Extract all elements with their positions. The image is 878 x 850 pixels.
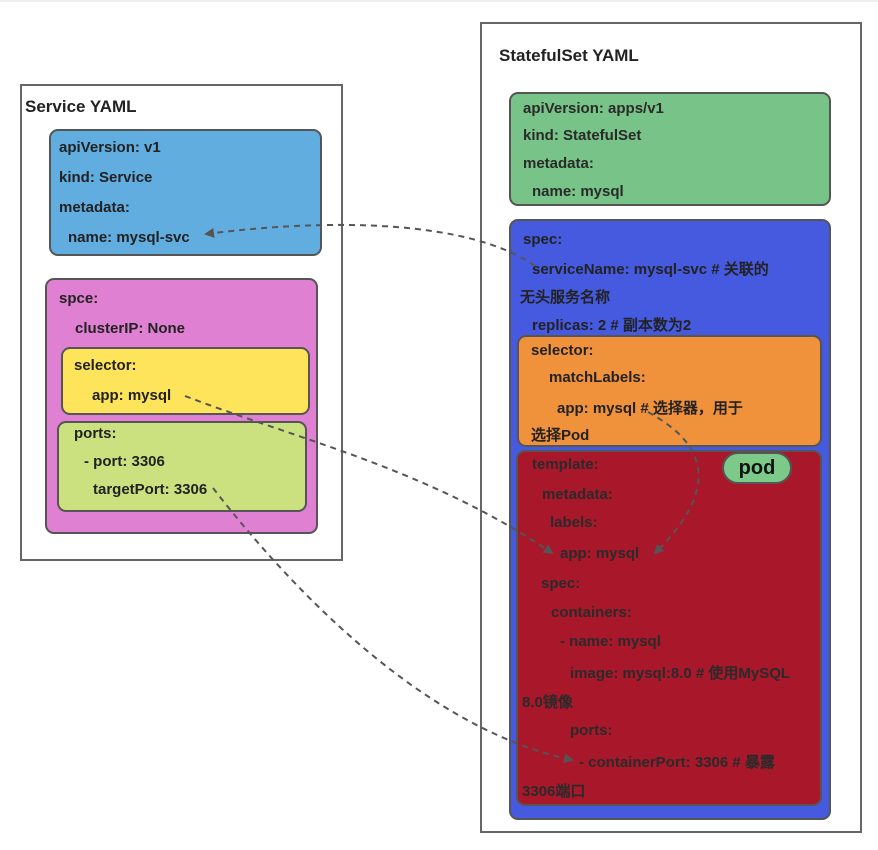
- statefulset-spec-label: spec:: [523, 231, 563, 248]
- statefulset-match-labels: matchLabels:: [549, 369, 646, 386]
- statefulset-selector-app-cont: 选择Pod: [531, 427, 590, 444]
- statefulset-metadata-box: [509, 92, 831, 206]
- top-divider: [0, 0, 878, 2]
- template-containers: containers:: [551, 604, 632, 621]
- service-spec-label: spce:: [59, 290, 99, 307]
- statefulset-replicas: replicas: 2 # 副本数为2: [532, 317, 692, 334]
- statefulset-api-version: apiVersion: apps/v1: [523, 100, 664, 117]
- service-kind: kind: Service: [59, 169, 153, 186]
- statefulset-metadata-label: metadata:: [523, 155, 594, 172]
- template-label: template:: [532, 456, 599, 473]
- statefulset-kind: kind: StatefulSet: [523, 127, 642, 144]
- service-ports-label: ports:: [74, 425, 117, 442]
- statefulset-name: name: mysql: [532, 183, 624, 200]
- statefulset-selector-app: app: mysql # 选择器，用于: [557, 400, 743, 417]
- statefulset-selector-label: selector:: [531, 342, 594, 359]
- container-image-cont: 8.0镜像: [522, 694, 573, 711]
- statefulset-service-name: serviceName: mysql-svc # 关联的: [532, 261, 769, 278]
- service-api-version: apiVersion: v1: [59, 139, 161, 156]
- template-spec: spec:: [541, 575, 581, 592]
- container-ports: ports:: [570, 722, 613, 739]
- container-name: - name: mysql: [560, 633, 661, 650]
- template-app-label: app: mysql: [560, 545, 640, 562]
- pod-badge: pod: [722, 452, 792, 484]
- template-labels: labels:: [550, 514, 598, 531]
- service-name: name: mysql-svc: [68, 229, 190, 246]
- template-metadata: metadata:: [542, 486, 613, 503]
- service-selector-label: selector:: [74, 357, 137, 374]
- service-selector-app: app: mysql: [92, 387, 172, 404]
- service-metadata-label: metadata:: [59, 199, 130, 216]
- container-image: image: mysql:8.0 # 使用MySQL: [570, 665, 791, 682]
- service-yaml-title: Service YAML: [25, 97, 137, 116]
- service-target-port: targetPort: 3306: [93, 481, 208, 498]
- statefulset-service-name-cont: 无头服务名称: [520, 289, 611, 306]
- service-port: - port: 3306: [84, 453, 165, 470]
- container-port-cont: 3306端口: [522, 783, 586, 800]
- container-port: - containerPort: 3306 # 暴露: [579, 754, 775, 771]
- service-cluster-ip: clusterIP: None: [75, 320, 186, 337]
- statefulset-yaml-title: StatefulSet YAML: [499, 46, 639, 65]
